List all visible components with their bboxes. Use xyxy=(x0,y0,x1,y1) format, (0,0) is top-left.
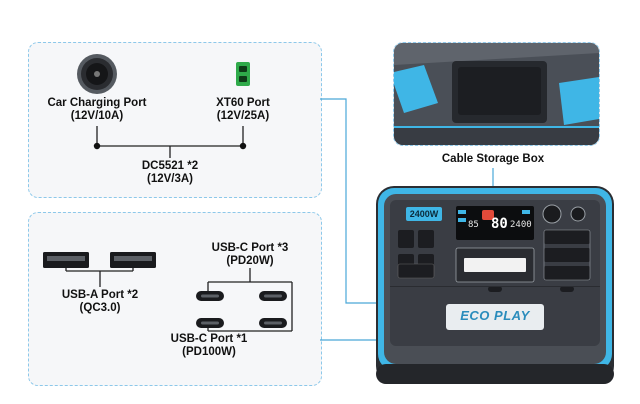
capacity-badge: 2400W xyxy=(406,207,442,221)
dc5521-spec: (12V/3A) xyxy=(146,173,194,185)
cable-storage-label: Cable Storage Box xyxy=(441,153,545,165)
display-mid-value: 80 xyxy=(491,216,508,232)
car-port-name: Car Charging Port xyxy=(47,97,147,109)
usb-c-pd100-spec: (PD100W) xyxy=(182,346,236,358)
storage-box-panel xyxy=(393,42,600,146)
cable-storage-photo xyxy=(394,43,599,145)
display-left-value: 85 xyxy=(468,220,479,230)
usb-a-name: USB-A Port *2 xyxy=(61,289,139,301)
usb-c-pd20-name: USB-C Port *3 xyxy=(211,242,289,254)
xt60-port-name: XT60 Port xyxy=(216,97,270,109)
dc5521-name: DC5521 *2 xyxy=(141,160,199,172)
xt60-port-spec: (12V/25A) xyxy=(216,110,270,122)
power-station: 2400W 85 80 2400 ECO PLAY xyxy=(376,186,614,384)
car-port-spec: (12V/10A) xyxy=(70,110,124,122)
usb-a-spec: (QC3.0) xyxy=(79,302,121,314)
car-xt60-dc-panel xyxy=(28,42,322,198)
usb-c-pd20-spec: (PD20W) xyxy=(226,255,274,267)
brand-logo: ECO PLAY xyxy=(460,308,530,323)
display-right-value: 2400 xyxy=(510,220,532,230)
power-station-body xyxy=(376,186,614,384)
usb-c-pd100-name: USB-C Port *1 xyxy=(170,333,248,345)
